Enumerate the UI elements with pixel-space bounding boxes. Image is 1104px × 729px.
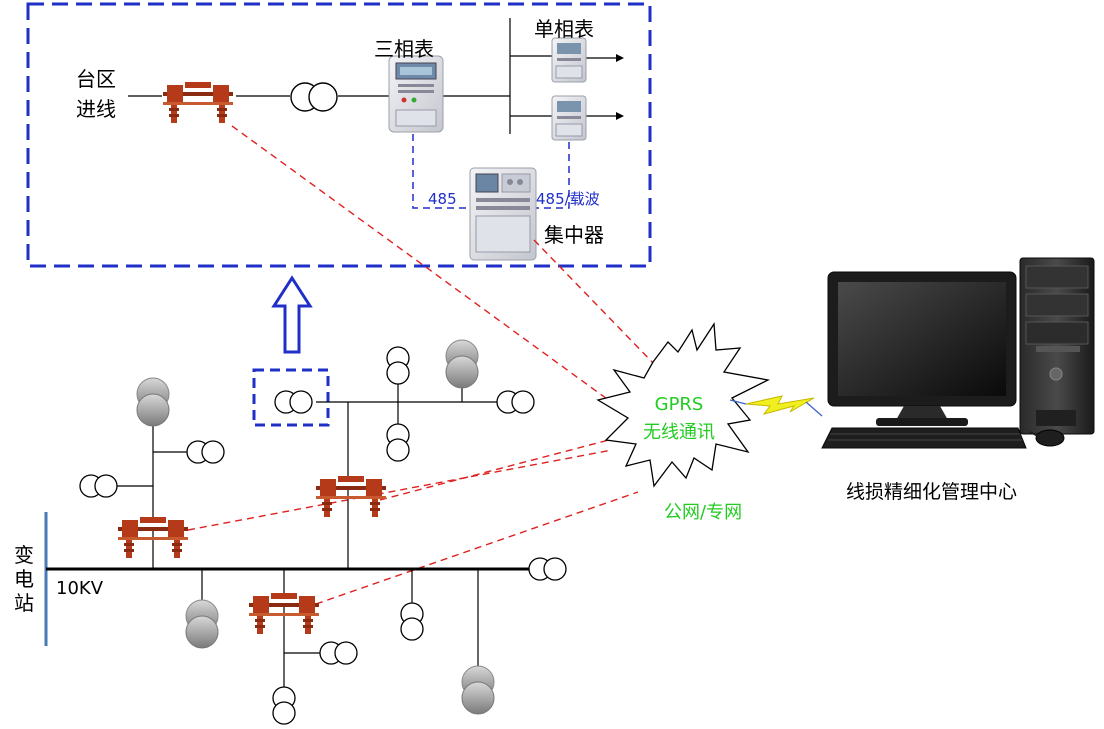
zoom-arrow-icon xyxy=(271,275,313,354)
single-phase-meter-label: 单相表 xyxy=(534,17,594,41)
taiqu-label-line1: 台区 xyxy=(76,67,116,91)
rs485-label: 485 xyxy=(428,190,457,208)
taiqu-frame xyxy=(26,2,652,268)
computer-icon xyxy=(821,257,1095,449)
transformer-icon xyxy=(461,665,495,715)
concentrator-label: 集中器 xyxy=(544,223,604,247)
transformer-icon xyxy=(185,599,219,649)
three-phase-meter-label: 三相表 xyxy=(374,37,434,61)
transformer-icon xyxy=(272,686,296,725)
transformer-icon xyxy=(186,440,225,464)
voltage-label: 10KV xyxy=(56,578,104,599)
transformer-icon xyxy=(400,602,424,641)
rs485-carrier-label: 485/载波 xyxy=(536,190,600,208)
single-phase-meter-icon xyxy=(551,95,587,141)
lightning-icon xyxy=(745,395,815,415)
gprs-label: GPRS xyxy=(655,394,704,415)
transformer-icon xyxy=(290,82,338,112)
network-label: 公网/专网 xyxy=(664,502,742,523)
transformer-icon xyxy=(274,390,313,414)
taiqu-label-line2: 进线 xyxy=(76,97,116,121)
transformer-icon xyxy=(79,474,118,498)
concentrator-icon xyxy=(469,167,537,261)
substation-label-char1: 变 xyxy=(14,543,34,567)
transformer-icon xyxy=(319,641,358,665)
substation-label-char3: 站 xyxy=(14,591,34,615)
load-break-switch-icon xyxy=(316,476,386,517)
transformer-icon xyxy=(445,339,479,389)
single-phase-meter-icon xyxy=(551,37,587,83)
wireless-comm-label: 无线通讯 xyxy=(643,422,715,443)
load-break-switch-icon xyxy=(163,82,233,123)
selected-transformer-frame xyxy=(252,368,330,427)
substation-label-char2: 电 xyxy=(14,567,34,591)
transformer-icon xyxy=(386,346,410,385)
gprs-cloud-icon xyxy=(596,322,771,488)
transformer-icon xyxy=(386,423,410,462)
transformer-icon xyxy=(136,377,170,427)
transformer-icon xyxy=(528,557,567,581)
transformer-icon xyxy=(496,390,535,414)
management-center-label: 线损精细化管理中心 xyxy=(846,481,1017,503)
three-phase-meter-icon xyxy=(388,55,444,133)
